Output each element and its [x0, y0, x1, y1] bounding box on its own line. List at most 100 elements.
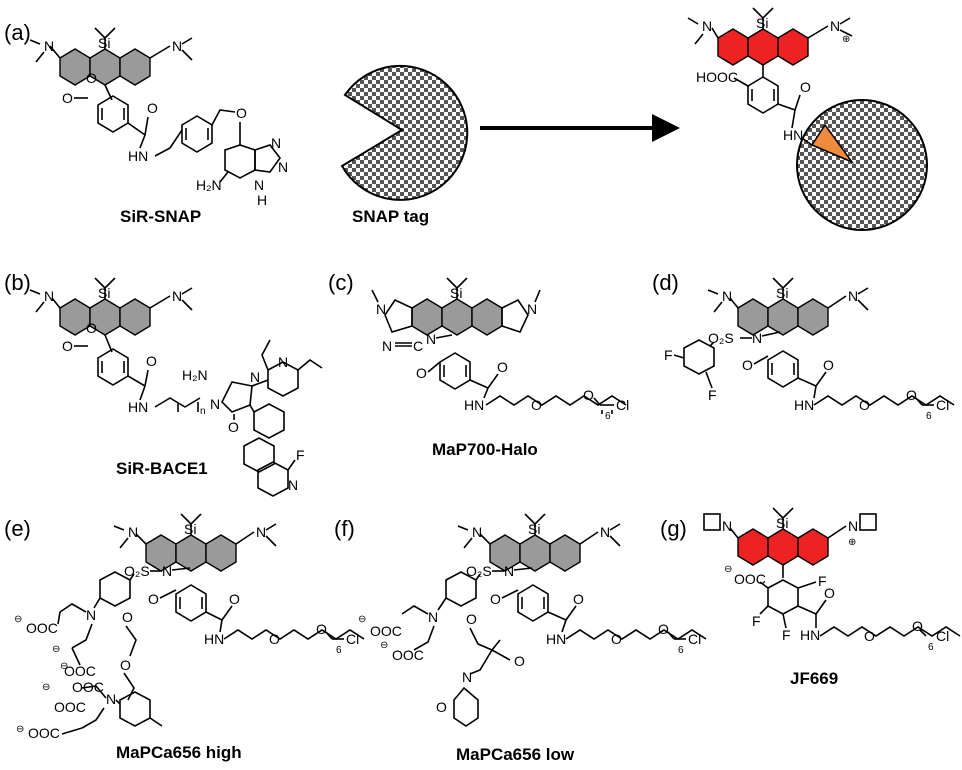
- b-carbonyl-o-label: O: [62, 338, 73, 354]
- d-so2-label: O₂S: [708, 330, 734, 346]
- f-so2-label: O₂S: [466, 563, 492, 579]
- d-cl-label: Cl: [936, 397, 949, 413]
- product-n-plus-label: N: [830, 18, 840, 34]
- b-hn-label: HN: [128, 399, 148, 415]
- c-amide-o-label: O: [497, 359, 508, 375]
- e-so2-label: O₂S: [124, 563, 150, 579]
- d-subscript-6: 6: [926, 411, 932, 422]
- g-hn-label: HN: [800, 627, 820, 643]
- panel-a-letter: (a): [4, 20, 31, 45]
- labeled-snap-product: Si N N ⊕ HOOC O HN: [687, 7, 928, 231]
- panel-f: (f) Si N N O₂S N O O HN O O 6 Cl N: [334, 513, 707, 727]
- c-carbonyl-o-label: O: [416, 365, 427, 381]
- b-imine-n-label: N: [250, 369, 260, 385]
- f-minus-2: ⊖: [380, 640, 388, 651]
- purine-n1-label: N: [271, 135, 281, 151]
- b-subscript-n: n: [200, 406, 206, 417]
- panel-a: (a) Si N N O O O HN O: [4, 7, 928, 231]
- b-f-label: F: [296, 447, 305, 463]
- panel-b: (b) Si N N O O O HN n N H₂N N O N: [4, 270, 323, 497]
- f-aniline-n-label: N: [428, 609, 438, 625]
- product-hooc-label: HOOC: [696, 69, 738, 85]
- e-n-right-label: N: [256, 524, 266, 540]
- f-carbonyl-o-label: O: [490, 591, 501, 607]
- e-minus-5: ⊖: [16, 724, 24, 735]
- d-si-label: Si: [776, 285, 788, 301]
- f-amide-o-label: O: [573, 591, 584, 607]
- c-si-label: Si: [450, 285, 462, 301]
- f-si-label: Si: [528, 521, 540, 537]
- e-ooc-3-label: OOC: [72, 679, 104, 695]
- b-n-left-label: N: [44, 288, 54, 304]
- c-peg-o2-label: O: [583, 387, 594, 403]
- snap-tag-shape: [340, 64, 469, 201]
- e-upper-n-label: N: [86, 607, 96, 623]
- panel-f-letter: (f): [334, 516, 355, 541]
- f-ooc-2-label: OOC: [392, 647, 424, 663]
- f-minus-1: ⊖: [358, 614, 366, 625]
- b-n-right-label: N: [172, 288, 182, 304]
- lactone-o-label: O: [86, 70, 97, 86]
- b-pyridine2-n-label: N: [288, 477, 298, 493]
- purine-nh-label: N: [254, 177, 264, 193]
- ether-o-label: O: [236, 105, 247, 121]
- f-morpholine-o-label: O: [436, 699, 447, 715]
- d-f2-label: F: [708, 387, 717, 403]
- product-hn-label: HN: [783, 127, 803, 143]
- e-peg-o2-label: O: [316, 621, 327, 637]
- e-minus-4: ⊖: [42, 682, 50, 693]
- e-ooc-2-label: OOC: [64, 663, 96, 679]
- d-amide-o-label: O: [823, 357, 834, 373]
- product-plus-charge: ⊕: [842, 34, 850, 45]
- b-si-label: Si: [98, 285, 110, 301]
- e-ooc-4-label: OOC: [54, 699, 86, 715]
- c-n-right-label: N: [527, 301, 537, 317]
- d-n-right-label: N: [848, 288, 858, 304]
- g-minus-charge: ⊖: [724, 564, 732, 575]
- product-bound-ligand-wedge: [810, 123, 855, 164]
- sir-snap-structure: Si N N O O O HN O N: [29, 27, 288, 208]
- g-n-plus-label: N: [848, 518, 858, 534]
- e-peg-o1-label: O: [269, 631, 280, 647]
- c-lactam-n-label: N: [426, 331, 436, 347]
- d-peg-o1-label: O: [859, 397, 870, 413]
- g-f2-label: F: [752, 613, 761, 629]
- f-subscript-6: 6: [678, 645, 684, 656]
- d-n-label: N: [752, 330, 762, 346]
- f-ether-o-label: O: [466, 611, 477, 627]
- b-h2n-label: H₂N: [182, 367, 208, 383]
- nme2-right-label: N: [172, 38, 182, 54]
- product-amide-o-label: O: [800, 79, 811, 95]
- panel-e-letter: (e): [4, 516, 31, 541]
- panel-d-letter: (d): [652, 270, 679, 295]
- panel-d: (d) Si N N O₂S N O O HN O O 6 Cl F F: [652, 270, 955, 422]
- si-label: Si: [98, 35, 110, 51]
- c-peg-o1-label: O: [531, 397, 542, 413]
- reaction-arrow: [480, 114, 680, 142]
- panel-c-letter: (c): [328, 270, 354, 295]
- e-si-label: Si: [184, 521, 196, 537]
- panel-g: (g) Si N N ⊕ ⊖ OOC F F F O HN O O 6 Cl: [660, 507, 961, 653]
- f-n-label: N: [504, 563, 514, 579]
- e-n-label: N: [162, 563, 172, 579]
- f-morpholine-n-label: N: [462, 669, 472, 685]
- e-hn-label: HN: [204, 631, 224, 647]
- amide-hn-label: HN: [128, 148, 148, 164]
- c-nc-n-label: N: [382, 338, 392, 354]
- panel-e: (e) Si N N O₂S N O O HN O O 6 Cl N: [4, 513, 365, 741]
- c-subscript-6: 6: [605, 411, 611, 422]
- f-amide-o2-label: O: [514, 653, 525, 669]
- g-amide-o-label: O: [824, 585, 835, 601]
- sir-snap-caption: SiR-SNAP: [120, 207, 201, 226]
- panel-b-letter: (b): [4, 270, 31, 295]
- c-n-left-label: N: [376, 301, 386, 317]
- panel-c: (c) Si N N N C N O O HN O O 6 Cl: [328, 270, 629, 422]
- g-peg-o2-label: O: [912, 618, 923, 634]
- f-peg-o1-label: O: [611, 631, 622, 647]
- f-hn-label: HN: [546, 631, 566, 647]
- b-pyridine-n-label: N: [278, 354, 288, 370]
- g-f3-label: F: [782, 627, 791, 643]
- d-hn-label: HN: [794, 397, 814, 413]
- sir-bace1-caption: SiR-BACE1: [116, 459, 208, 478]
- e-cl-label: Cl: [346, 631, 359, 647]
